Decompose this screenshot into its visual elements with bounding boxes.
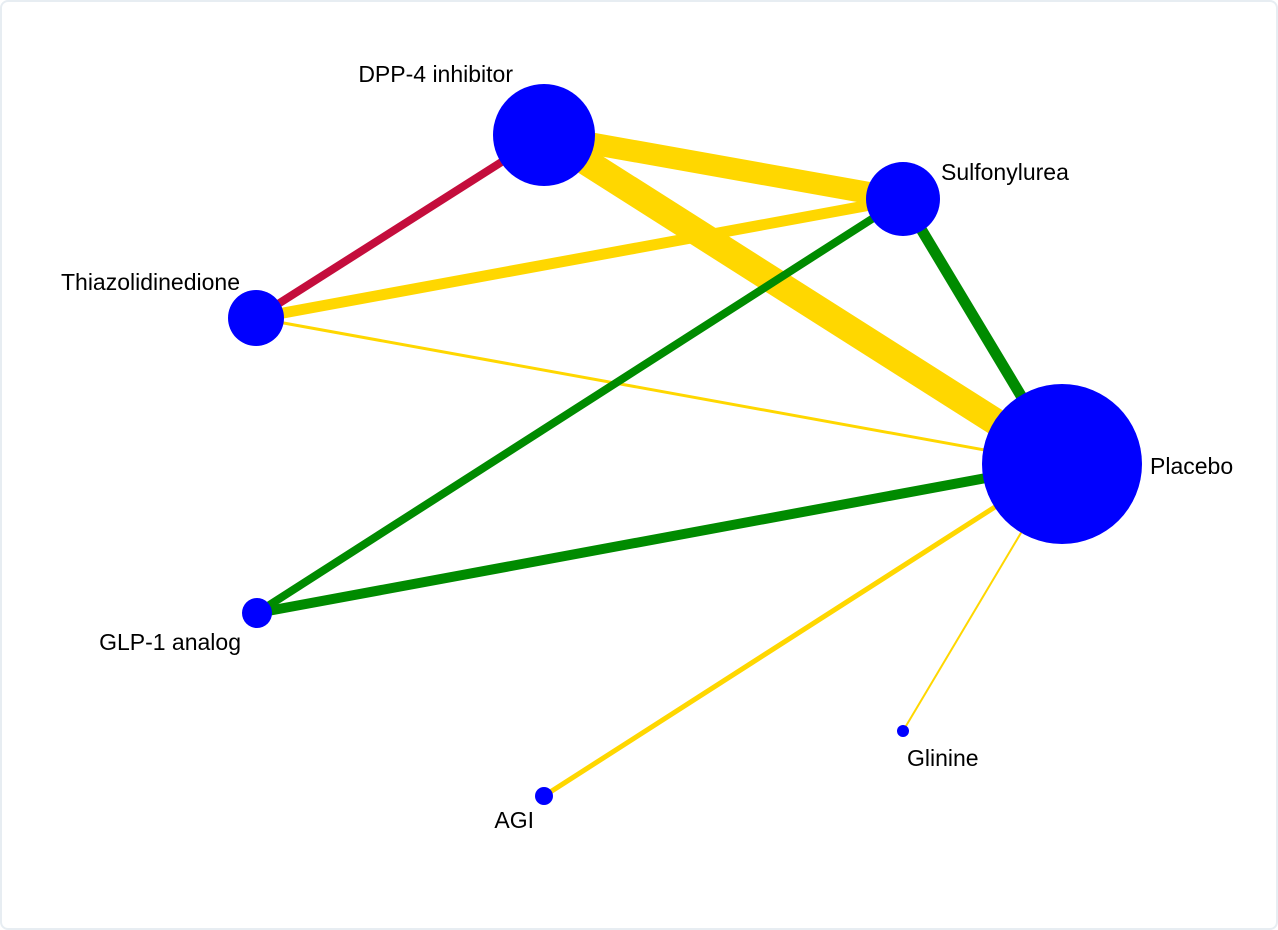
edge-dpp4-sulfonylurea [542, 124, 905, 210]
edge-dpp4-placebo [536, 123, 1070, 476]
edge-dpp4-thiazolidinedione [253, 131, 547, 322]
node-label-dpp4: DPP-4 inhibitor [358, 61, 513, 87]
node-label-sulfonylurea: Sulfonylurea [941, 159, 1069, 185]
node-label-agi: AGI [494, 807, 534, 833]
edge-placebo-agi [542, 461, 1064, 799]
node-label-glinine: Glinine [907, 745, 979, 771]
node-label-thiazolidinedione: Thiazolidinedione [61, 269, 240, 295]
edge-sulfonylurea-glp1 [254, 195, 906, 617]
node-sulfonylurea [866, 162, 940, 236]
node-placebo [982, 384, 1142, 544]
node-thiazolidinedione [228, 290, 284, 346]
node-agi [535, 787, 553, 805]
edge-thiazolidinedione-placebo [255, 316, 1063, 466]
node-glp1 [242, 598, 272, 628]
node-label-placebo: Placebo [1150, 453, 1233, 479]
node-glinine [897, 725, 909, 737]
node-dpp4 [493, 84, 595, 186]
node-label-glp1: GLP-1 analog [99, 629, 241, 655]
edge-thiazolidinedione-sulfonylurea [255, 193, 904, 324]
edge-glp1-placebo [256, 459, 1063, 618]
